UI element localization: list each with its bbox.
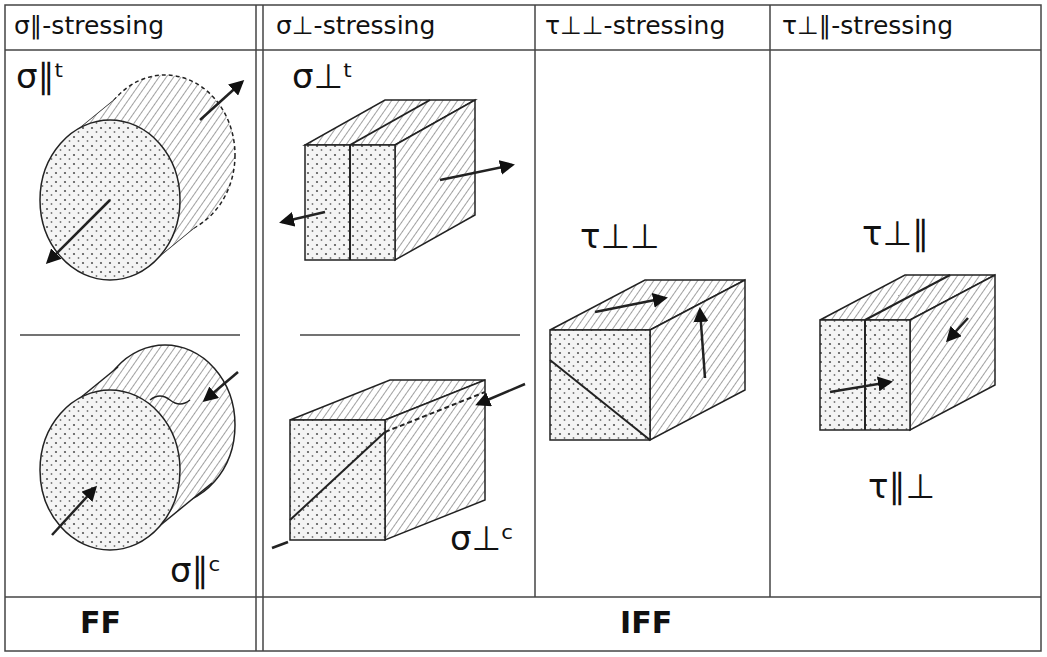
cube-transverse-shear (550, 280, 745, 440)
stress-symbol: σ⊥ᶜ (450, 520, 514, 557)
fiber-cylinder-compression (40, 345, 238, 550)
stress-symbol: τ∥⊥ (868, 468, 935, 505)
failure-type: FF (80, 606, 121, 639)
fiber-cylinder-tension (40, 75, 242, 280)
stress-symbol: τ⊥∥ (862, 215, 929, 252)
cube-transverse-tension (282, 100, 512, 260)
cube-longitudinal-shear (820, 275, 995, 430)
column-header: τ⊥⊥-stressing (545, 12, 725, 40)
failure-type: IFF (620, 606, 672, 639)
stress-symbol: σ∥ᵗ (16, 58, 65, 95)
stress-symbol: σ⊥ᵗ (292, 58, 353, 95)
column-header: τ⊥∥-stressing (782, 12, 953, 40)
stress-symbol: τ⊥⊥ (580, 218, 660, 255)
stress-symbol: σ∥ᶜ (170, 552, 221, 589)
column-header: σ⊥-stressing (276, 12, 435, 40)
table-frame (5, 5, 1041, 651)
column-header: σ∥-stressing (14, 12, 164, 40)
